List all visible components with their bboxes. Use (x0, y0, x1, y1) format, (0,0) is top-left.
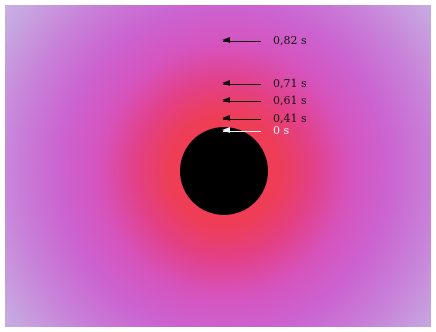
arrow-left-icon (223, 119, 261, 120)
time-label: 0 s (273, 124, 289, 138)
time-label: 0,82 s (273, 34, 307, 48)
arrow-left-icon (223, 41, 261, 42)
diagram-frame: 0,82 s 0,71 s 0,61 s 0,41 s 0 s (5, 5, 431, 327)
arrow-left-icon (223, 84, 261, 85)
time-label: 0,61 s (273, 94, 307, 108)
arrow-left-icon (223, 131, 261, 132)
arrow-left-icon (223, 101, 261, 102)
time-label: 0,71 s (273, 77, 307, 91)
black-disk (180, 127, 268, 215)
